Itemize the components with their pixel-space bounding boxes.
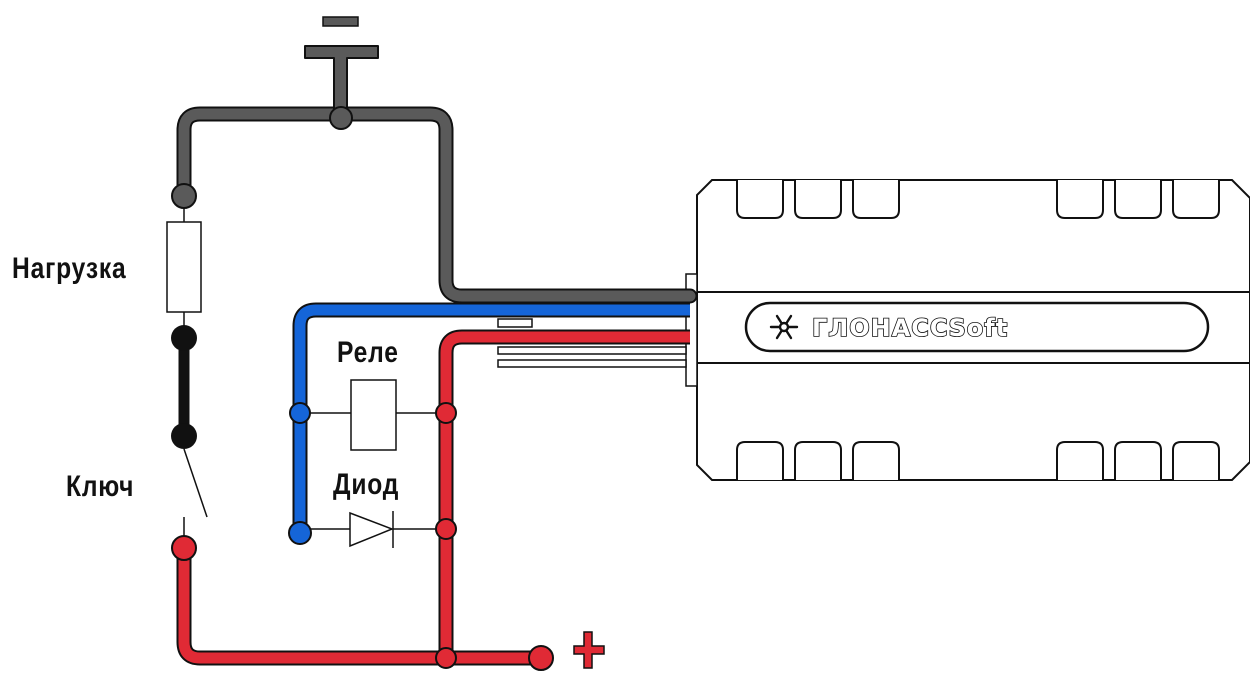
load-label: Нагрузка	[12, 252, 127, 285]
diode-label: Диод	[333, 468, 400, 501]
red-wire-power	[171, 402, 554, 671]
brand-plate	[744, 301, 1210, 353]
relay-label: Реле	[337, 336, 399, 369]
key-switch	[183, 448, 208, 536]
tracker-device	[685, 179, 1250, 481]
plus-sign	[573, 631, 605, 669]
brand-name: ГЛОНАССSoft	[812, 314, 1008, 342]
junction-node	[289, 402, 311, 424]
blue-wire	[288, 302, 690, 545]
relay	[310, 379, 436, 451]
junction-node	[171, 535, 197, 561]
junction-node	[435, 647, 457, 669]
junction-node	[435, 402, 457, 424]
junction-node	[435, 518, 457, 540]
spare-wires	[497, 318, 687, 368]
ground-terminal	[304, 16, 379, 130]
junction-node	[329, 106, 353, 130]
load-resistor	[166, 183, 202, 328]
key-label: Ключ	[66, 470, 135, 503]
junction-node	[171, 183, 197, 209]
minus-sign	[322, 16, 359, 27]
snowflake-logo-icon	[769, 314, 799, 340]
junction-node	[288, 521, 312, 545]
key-bar	[171, 325, 197, 449]
plus-terminal	[528, 645, 554, 671]
ground-wire	[176, 106, 698, 304]
red-wire	[438, 329, 690, 662]
diode	[311, 511, 436, 548]
